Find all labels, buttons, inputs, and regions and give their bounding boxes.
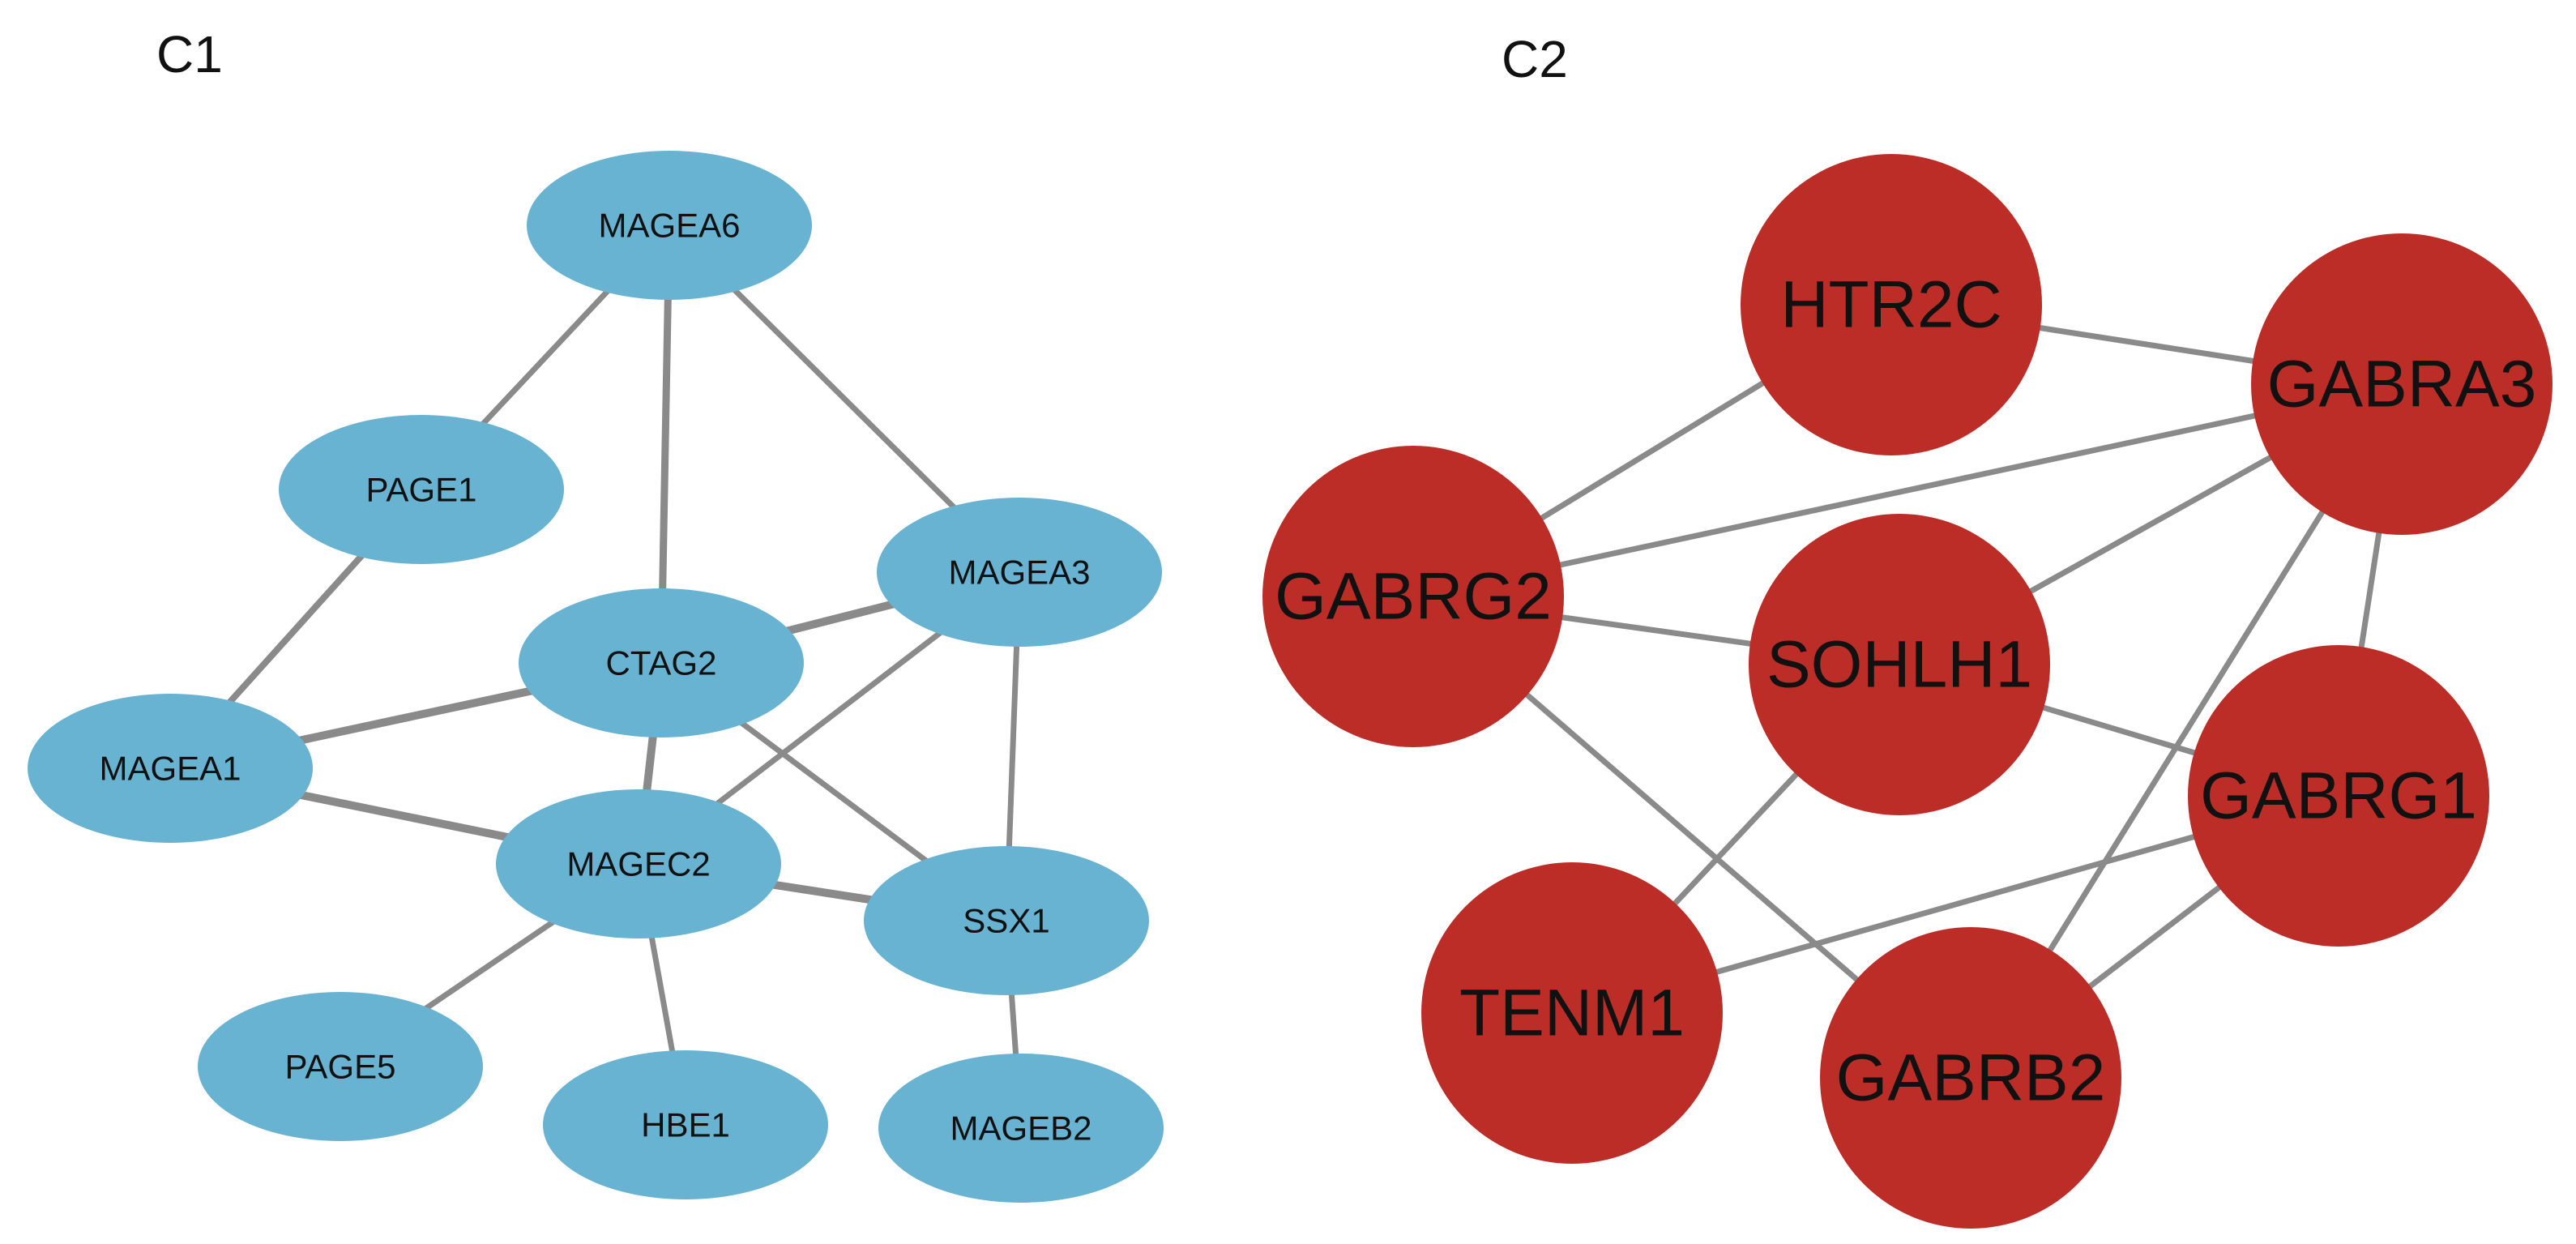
node-label-magea3: MAGEA3 [948,554,1090,592]
node-gabrg1[interactable]: GABRG1 [2188,645,2489,947]
node-label-gabrg2: GABRG2 [1275,560,1552,634]
node-label-page5: PAGE5 [285,1048,396,1086]
node-shape-mageb2 [878,1054,1164,1203]
node-gabra3[interactable]: GABRA3 [2251,233,2553,535]
node-magea3[interactable]: MAGEA3 [877,498,1162,647]
node-label-sohlh1: SOHLH1 [1766,628,2032,702]
c1-node-layer: MAGEA6PAGE1MAGEA3CTAG2MAGEA1MAGEC2SSX1PA… [28,151,1164,1203]
node-label-gabrb2: GABRB2 [1836,1041,2106,1115]
node-label-ssx1: SSX1 [963,902,1049,940]
node-ctag2[interactable]: CTAG2 [519,588,804,737]
node-label-magea6: MAGEA6 [598,207,740,245]
node-gabrg2[interactable]: GABRG2 [1262,446,1564,747]
node-label-magec2: MAGEC2 [566,845,710,883]
node-magec2[interactable]: MAGEC2 [496,789,781,938]
node-shape-magea6 [527,151,812,300]
node-magea6[interactable]: MAGEA6 [527,151,812,300]
node-shape-tenm1 [1421,862,1723,1164]
node-label-page1: PAGE1 [366,471,477,509]
node-shape-gabrg2 [1262,446,1564,747]
node-mageb2[interactable]: MAGEB2 [878,1054,1164,1203]
node-shape-magea3 [877,498,1162,647]
node-hbe1[interactable]: HBE1 [543,1050,828,1199]
node-shape-ssx1 [864,846,1149,995]
node-page5[interactable]: PAGE5 [198,992,483,1141]
node-shape-magea1 [28,694,313,843]
node-label-magea1: MAGEA1 [99,750,241,788]
node-shape-page1 [279,415,564,564]
node-sohlh1[interactable]: SOHLH1 [1749,514,2050,815]
node-label-gabra3: GABRA3 [2267,348,2537,421]
node-shape-page5 [198,992,483,1141]
node-shape-htr2c [1741,154,2042,455]
node-gabrb2[interactable]: GABRB2 [1820,927,2121,1229]
panel-label-c2: C2 [1502,30,1568,88]
node-label-htr2c: HTR2C [1780,268,2001,342]
node-tenm1[interactable]: TENM1 [1421,862,1723,1164]
node-shape-gabrb2 [1820,927,2121,1229]
node-label-ctag2: CTAG2 [606,644,717,682]
panel-label-c1: C1 [156,25,223,83]
node-shape-magec2 [496,789,781,938]
node-shape-hbe1 [543,1050,828,1199]
node-label-mageb2: MAGEB2 [950,1109,1091,1148]
edge-gabrg2-gabra3 [1410,381,2405,600]
node-label-tenm1: TENM1 [1459,977,1685,1050]
node-shape-gabrg1 [2188,645,2489,947]
node-ssx1[interactable]: SSX1 [864,846,1149,995]
node-label-gabrg1: GABRG1 [2200,759,2477,833]
node-shape-ctag2 [519,588,804,737]
node-htr2c[interactable]: HTR2C [1741,154,2042,455]
node-shape-gabra3 [2251,233,2553,535]
node-page1[interactable]: PAGE1 [279,415,564,564]
node-label-hbe1: HBE1 [641,1106,730,1144]
node-magea1[interactable]: MAGEA1 [28,694,313,843]
node-shape-sohlh1 [1749,514,2050,815]
